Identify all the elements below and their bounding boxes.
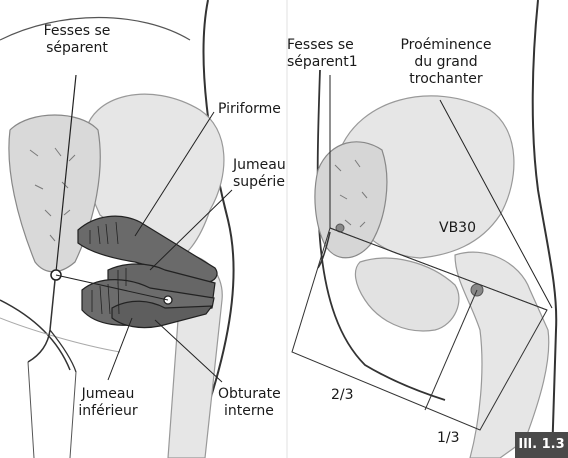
label-jumeau-inf-line1: Jumeau bbox=[70, 386, 146, 403]
label-fesses-left-line1: Fesses se bbox=[34, 23, 120, 40]
label-proeminence-line3: trochanter bbox=[386, 71, 506, 88]
label-jumeau-sup-line2: supérie bbox=[233, 174, 286, 191]
label-jumeau-sup-line1: Jumeau bbox=[233, 157, 286, 174]
label-fesses-right-line2: séparent1 bbox=[287, 54, 358, 71]
right-femur bbox=[455, 252, 549, 458]
label-one-third-text: 1/3 bbox=[437, 430, 460, 446]
label-vb30: VB30 bbox=[439, 220, 476, 237]
label-obturateur-line1: Obturate bbox=[218, 386, 281, 403]
label-fesses-left: Fesses se séparent bbox=[34, 23, 120, 57]
label-fesses-right: Fesses se séparent1 bbox=[287, 37, 358, 71]
figure-tag: Ill. 1.3 bbox=[515, 432, 568, 458]
label-obturateur-line2: interne bbox=[218, 403, 281, 420]
label-two-thirds: 2/3 bbox=[331, 387, 354, 404]
label-fesses-right-line1: Fesses se bbox=[287, 37, 358, 54]
label-jumeau-superieur: Jumeau supérie bbox=[233, 157, 286, 191]
label-proeminence-line2: du grand bbox=[386, 54, 506, 71]
label-vb30-text: VB30 bbox=[439, 220, 476, 236]
label-fesses-left-line2: séparent bbox=[34, 40, 120, 57]
label-one-third: 1/3 bbox=[437, 430, 460, 447]
left-leg-line bbox=[28, 362, 76, 458]
right-ischium bbox=[355, 258, 459, 331]
label-jumeau-inferieur: Jumeau inférieur bbox=[70, 386, 146, 420]
label-obturateur: Obturate interne bbox=[218, 386, 281, 420]
pointer-jumeau-inf bbox=[108, 318, 132, 380]
label-jumeau-inf-line2: inférieur bbox=[70, 403, 146, 420]
label-proeminence-line1: Proéminence bbox=[386, 37, 506, 54]
left-buttock-outline bbox=[0, 300, 70, 370]
label-piriforme: Piriforme bbox=[218, 101, 281, 118]
left-pelvis-lower bbox=[0, 318, 120, 352]
label-two-thirds-text: 2/3 bbox=[331, 387, 354, 403]
label-piriforme-text: Piriforme bbox=[218, 101, 281, 117]
label-proeminence: Proéminence du grand trochanter bbox=[386, 37, 506, 88]
